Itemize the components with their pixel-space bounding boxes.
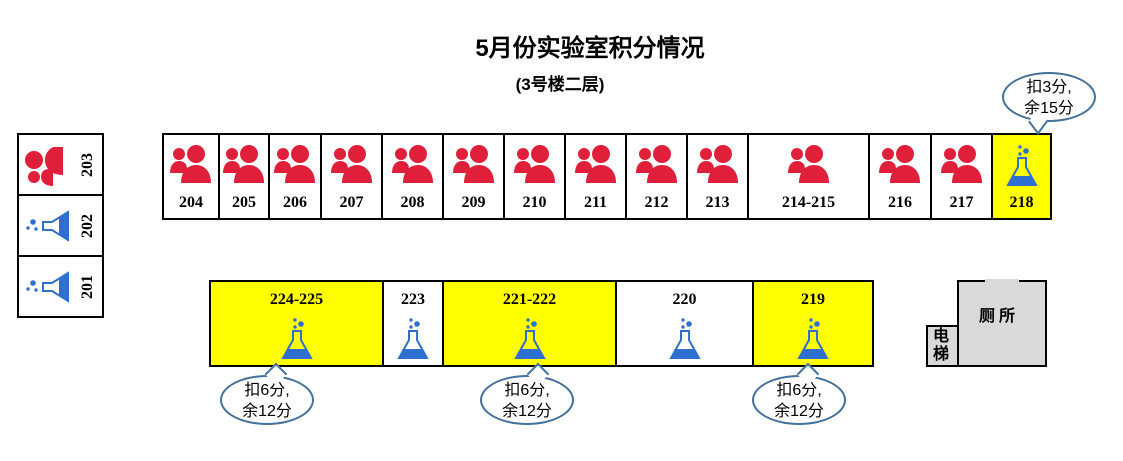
room-203: 203	[17, 133, 104, 196]
room-number: 218	[1009, 194, 1034, 211]
room-210: 210	[503, 133, 566, 220]
room-223: 223	[382, 280, 444, 367]
room-212: 212	[625, 133, 688, 220]
room-221-222: 221-222	[442, 280, 617, 367]
page-subtitle: (3号楼二层)	[515, 75, 605, 94]
room-number: 205	[232, 194, 256, 211]
callout-line: 扣3分,	[1026, 79, 1072, 96]
page-title: 5月份实验室积分情况	[475, 35, 705, 62]
room-213: 213	[686, 133, 749, 220]
room-number: 212	[644, 194, 669, 211]
toilet: 厕所	[957, 280, 1047, 367]
room-number: 201	[79, 274, 96, 299]
room-211: 211	[564, 133, 627, 220]
room-220: 220	[615, 280, 754, 367]
room-217: 217	[930, 133, 993, 220]
room-219: 219	[752, 280, 874, 367]
room-206: 206	[268, 133, 322, 220]
room-224-225: 224-225	[209, 280, 384, 367]
room-201: 201	[17, 255, 104, 318]
callout-224-225: 扣6分, 余12分	[220, 375, 314, 425]
room-number: 207	[339, 194, 364, 211]
callout-221-222: 扣6分, 余12分	[480, 375, 574, 425]
room-208: 208	[381, 133, 444, 220]
callout-line: 余12分	[242, 403, 292, 420]
callout-218: 扣3分, 余15分	[1002, 72, 1096, 122]
room-216: 216	[868, 133, 932, 220]
room-number: 220	[672, 291, 697, 308]
elevator-label: 电梯	[933, 328, 950, 363]
room-204: 204	[162, 133, 220, 220]
room-209: 209	[442, 133, 505, 220]
room-number: 203	[79, 152, 96, 177]
room-number: 219	[801, 291, 825, 308]
callout-line: 扣6分,	[776, 382, 822, 399]
room-number: 209	[461, 194, 486, 211]
callout-219: 扣6分, 余12分	[752, 375, 846, 425]
callout-line: 扣6分,	[244, 382, 290, 399]
room-number: 202	[79, 213, 96, 238]
callout-line: 余12分	[502, 403, 552, 420]
room-214-215: 214-215	[747, 133, 870, 220]
room-number: 208	[400, 194, 425, 211]
toilet-label: 厕所	[979, 308, 1020, 325]
room-number: 206	[283, 194, 307, 211]
room-number: 224-225	[269, 291, 324, 308]
room-number: 223	[401, 291, 425, 308]
room-number: 214-215	[781, 194, 836, 211]
room-number: 213	[705, 194, 730, 211]
callout-line: 余12分	[774, 403, 824, 420]
room-number: 211	[583, 194, 608, 211]
room-218: 218	[991, 133, 1052, 220]
callout-line: 余15分	[1024, 100, 1074, 117]
toilet-door	[985, 279, 1019, 282]
room-number: 210	[522, 194, 547, 211]
room-202: 202	[17, 194, 104, 257]
room-number: 204	[179, 194, 203, 211]
room-207: 207	[320, 133, 383, 220]
room-number: 221-222	[502, 291, 557, 308]
room-205: 205	[218, 133, 270, 220]
callout-line: 扣6分,	[504, 382, 550, 399]
room-number: 216	[888, 194, 912, 211]
elevator: 电梯	[926, 325, 959, 367]
room-number: 217	[949, 194, 974, 211]
